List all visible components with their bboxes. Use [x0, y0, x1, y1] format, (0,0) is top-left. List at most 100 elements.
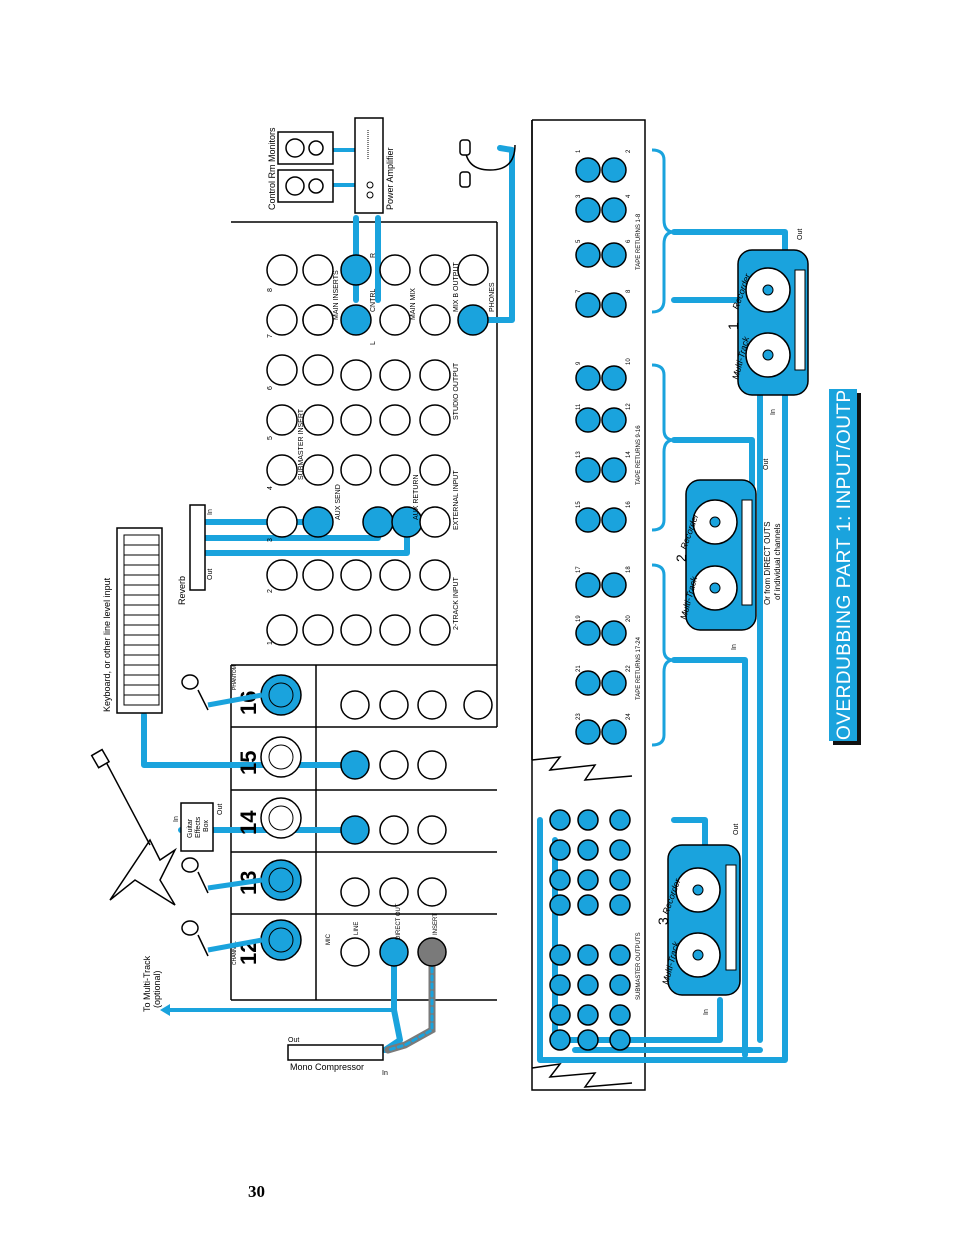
direct-out-23[interactable]	[609, 1004, 631, 1026]
mix-b-1-jack[interactable]	[419, 304, 451, 336]
sub-out-3[interactable]	[549, 869, 571, 891]
direct-out-14[interactable]	[577, 974, 599, 996]
phones-2-jack[interactable]	[457, 254, 489, 286]
tape-return-14[interactable]	[601, 457, 627, 483]
xlr-jack-12[interactable]	[260, 919, 302, 961]
insert-jack-16[interactable]	[417, 690, 447, 720]
main-insert-l-jack[interactable]	[302, 304, 334, 336]
submaster-insert-4-jack[interactable]	[266, 454, 298, 486]
sub-out-1[interactable]	[549, 809, 571, 831]
submaster-insert-1-jack[interactable]	[266, 614, 298, 646]
tape-return-24[interactable]	[601, 719, 627, 745]
tape-return-3[interactable]	[575, 197, 601, 223]
submaster-out-5-jack[interactable]	[302, 404, 334, 436]
tape-return-15[interactable]	[575, 507, 601, 533]
cntrl-r-jack[interactable]	[340, 254, 372, 286]
tape-return-18[interactable]	[601, 572, 627, 598]
tape-return-13[interactable]	[575, 457, 601, 483]
extra-jack-16[interactable]	[463, 690, 493, 720]
external-input-r-jack[interactable]	[419, 454, 451, 486]
mix-b-2-jack[interactable]	[419, 254, 451, 286]
main-mix-l-jack[interactable]	[379, 304, 411, 336]
insert-jack-13[interactable]	[417, 877, 447, 907]
submaster-out-1-jack[interactable]	[302, 614, 334, 646]
direct-out-15[interactable]	[577, 1004, 599, 1026]
submaster-out-2-jack[interactable]	[302, 559, 334, 591]
tape-return-12[interactable]	[601, 407, 627, 433]
direct-out-13[interactable]	[577, 944, 599, 966]
tape-return-10[interactable]	[601, 365, 627, 391]
direct-out-jack-16[interactable]	[379, 690, 409, 720]
aux-return-4r-jack[interactable]	[379, 454, 411, 486]
main-mix-r-jack[interactable]	[379, 254, 411, 286]
aux-return-6r-jack[interactable]	[379, 359, 411, 391]
line-jack-12[interactable]	[340, 937, 370, 967]
direct-out-jack-12[interactable]	[379, 937, 409, 967]
tape-return-20[interactable]	[601, 620, 627, 646]
line-jack-13[interactable]	[340, 877, 370, 907]
tape-return-8[interactable]	[601, 292, 627, 318]
submaster-out-6-jack[interactable]	[302, 354, 334, 386]
direct-out-jack-13[interactable]	[379, 877, 409, 907]
direct-out-10[interactable]	[577, 839, 599, 861]
aux-return-4l-jack[interactable]	[340, 454, 372, 486]
xlr-jack-14[interactable]	[260, 797, 302, 839]
line-jack-15[interactable]	[340, 750, 370, 780]
aux-return-2l-jack[interactable]	[340, 559, 372, 591]
direct-out-22[interactable]	[609, 974, 631, 996]
studio-output-l-jack[interactable]	[419, 404, 451, 436]
xlr-jack-13[interactable]	[260, 859, 302, 901]
direct-out-20[interactable]	[609, 894, 631, 916]
direct-out-jack-15[interactable]	[379, 750, 409, 780]
direct-out-17[interactable]	[609, 809, 631, 831]
direct-out-11[interactable]	[577, 869, 599, 891]
tape-return-17[interactable]	[575, 572, 601, 598]
submaster-out-8-jack[interactable]	[302, 254, 334, 286]
external-input-l-jack[interactable]	[419, 506, 451, 538]
submaster-out-4-jack[interactable]	[302, 454, 334, 486]
tape-return-6[interactable]	[601, 242, 627, 268]
tape-return-5[interactable]	[575, 242, 601, 268]
tape-return-23[interactable]	[575, 719, 601, 745]
sub-out-5[interactable]	[549, 944, 571, 966]
aux-return-2r-jack[interactable]	[379, 559, 411, 591]
tape-return-19[interactable]	[575, 620, 601, 646]
tape-return-21[interactable]	[575, 670, 601, 696]
submaster-insert-2-jack[interactable]	[266, 559, 298, 591]
two-track-l-jack[interactable]	[419, 614, 451, 646]
submaster-insert-3-jack[interactable]	[266, 506, 298, 538]
cntrl-l-jack[interactable]	[340, 304, 372, 336]
direct-out-19[interactable]	[609, 869, 631, 891]
aux-return-1r-jack[interactable]	[379, 614, 411, 646]
submaster-insert-5-jack[interactable]	[266, 404, 298, 436]
direct-out-18[interactable]	[609, 839, 631, 861]
aux-return-5r-jack[interactable]	[379, 404, 411, 436]
direct-out-9[interactable]	[577, 809, 599, 831]
tape-return-1[interactable]	[575, 157, 601, 183]
aux-return-1l-jack[interactable]	[340, 614, 372, 646]
aux-return-3l-jack[interactable]	[362, 506, 394, 538]
aux-send-1-jack[interactable]	[302, 506, 334, 538]
sub-out-7[interactable]	[549, 1004, 571, 1026]
tape-return-16[interactable]	[601, 507, 627, 533]
tape-return-7[interactable]	[575, 292, 601, 318]
xlr-jack-16[interactable]	[260, 674, 302, 716]
direct-out-jack-14[interactable]	[379, 815, 409, 845]
tape-return-4[interactable]	[601, 197, 627, 223]
insert-jack-15[interactable]	[417, 750, 447, 780]
direct-out-24[interactable]	[609, 1029, 631, 1051]
direct-out-12[interactable]	[577, 894, 599, 916]
tape-return-2[interactable]	[601, 157, 627, 183]
aux-return-5l-jack[interactable]	[340, 404, 372, 436]
submaster-insert-8-jack[interactable]	[266, 254, 298, 286]
studio-output-r-jack[interactable]	[419, 359, 451, 391]
direct-out-16[interactable]	[577, 1029, 599, 1051]
line-jack-14[interactable]	[340, 815, 370, 845]
sub-out-2[interactable]	[549, 839, 571, 861]
submaster-insert-7-jack[interactable]	[266, 304, 298, 336]
xlr-jack-15[interactable]	[260, 736, 302, 778]
tape-return-22[interactable]	[601, 670, 627, 696]
two-track-r-jack[interactable]	[419, 559, 451, 591]
sub-out-6[interactable]	[549, 974, 571, 996]
submaster-insert-6-jack[interactable]	[266, 354, 298, 386]
